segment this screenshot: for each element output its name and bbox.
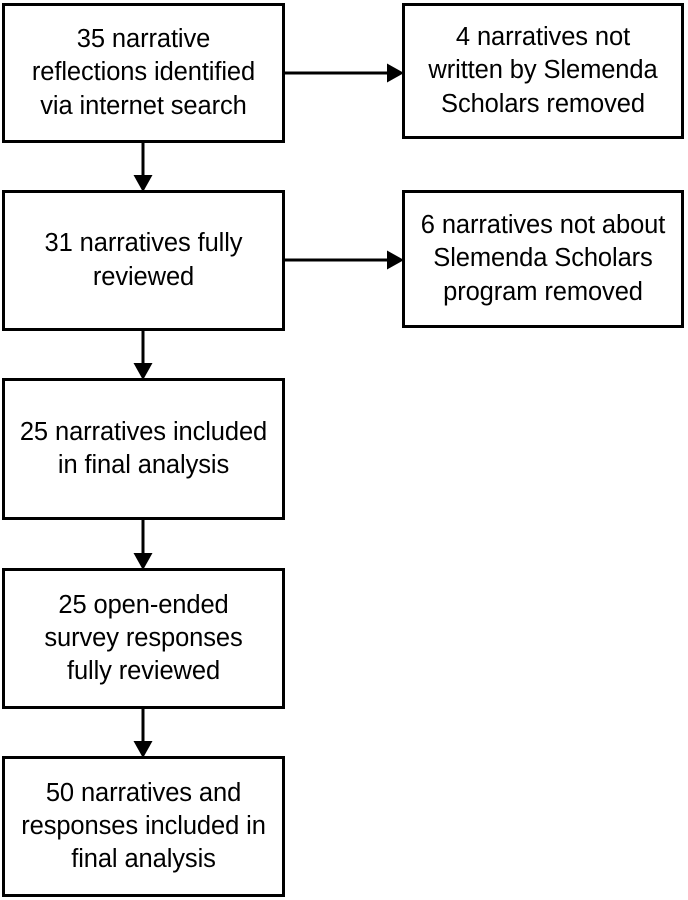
flowchart-node-narratives-identified: 35 narrative reflections identified via …	[2, 3, 285, 143]
arrow-right-identified-to-excluded-icon	[283, 60, 405, 86]
arrow-down-survey-to-final-icon	[129, 707, 157, 758]
flowchart-node-narratives-reviewed: 31 narratives fully reviewed	[2, 190, 285, 331]
flowchart-node-survey-responses-reviewed: 25 open-ended survey responses fully rev…	[2, 568, 285, 709]
flowchart-node-excluded-not-slemenda-authors: 4 narratives not written by Slemenda Sch…	[402, 3, 684, 139]
arrow-down-reviewed-to-included-icon	[129, 329, 157, 380]
arrow-right-reviewed-to-excluded-icon	[283, 247, 405, 273]
flowchart-node-final-analysis: 50 narratives and responses included in …	[2, 756, 285, 897]
arrow-down-included-to-survey-icon	[129, 518, 157, 570]
flowchart-node-narratives-included: 25 narratives included in final analysis	[2, 378, 285, 520]
arrow-down-identified-to-reviewed-icon	[129, 141, 157, 192]
flowchart-node-excluded-not-about-program: 6 narratives not about Slemenda Scholars…	[402, 190, 684, 328]
